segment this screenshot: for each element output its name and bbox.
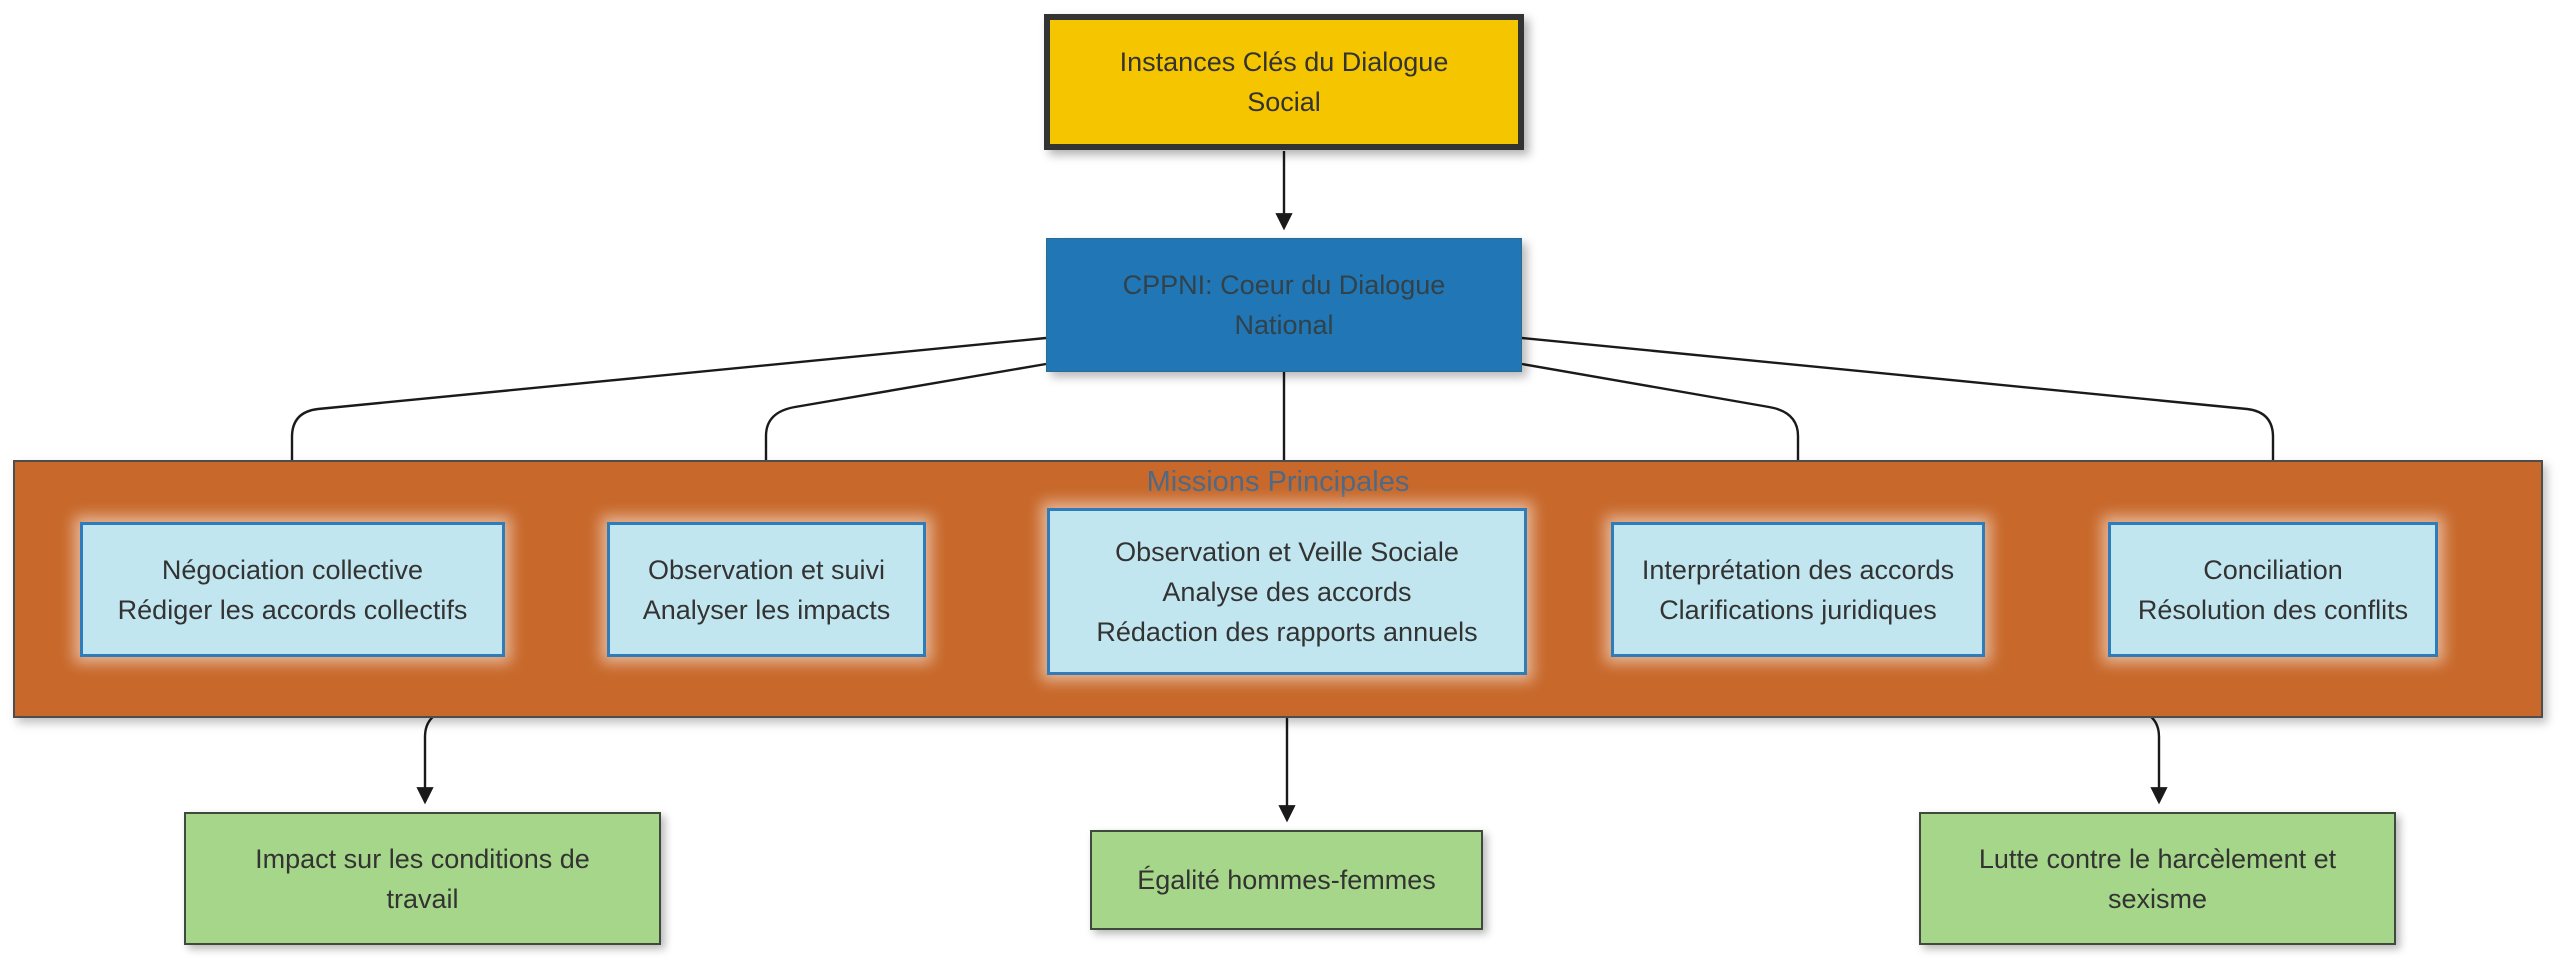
- node-label-line: Interprétation des accords: [1641, 554, 1955, 585]
- node-outcome-conditions-travail: Impact sur les conditions de travail: [184, 812, 661, 945]
- node-label-line: National: [1234, 310, 1334, 340]
- node-mission-conciliation: Conciliation Résolution des conflits: [2108, 522, 2438, 657]
- node-cppni: CPPNI: Coeur du Dialogue National: [1046, 238, 1522, 372]
- node-label-line: Instances Clés du Dialogue: [1119, 47, 1449, 77]
- node-label-line: sexisme: [2107, 883, 2208, 914]
- node-label-line: Social: [1247, 87, 1321, 117]
- node-label-line: Lutte contre le harcèlement et: [1978, 843, 2337, 874]
- missions-group-title: Missions Principales: [1146, 466, 1410, 498]
- node-mission-observation-suivi: Observation et suivi Analyser les impact…: [607, 522, 926, 657]
- node-label-line: Clarifications juridiques: [1659, 594, 1937, 625]
- node-label-line: Observation et suivi: [647, 554, 886, 585]
- node-label-line: Rédiger les accords collectifs: [117, 594, 468, 625]
- node-label-line: Observation et Veille Sociale: [1115, 536, 1459, 567]
- node-outcome-egalite: Égalité hommes-femmes: [1090, 830, 1483, 930]
- node-mission-veille-sociale: Observation et Veille Sociale Analyse de…: [1047, 508, 1527, 675]
- node-label-line: CPPNI: Coeur du Dialogue: [1122, 270, 1446, 300]
- node-label-line: Égalité hommes-femmes: [1137, 865, 1436, 895]
- node-label-line: Impact sur les conditions de: [255, 843, 590, 874]
- node-label-line: Rédaction des rapports annuels: [1096, 616, 1478, 647]
- node-mission-interpretation: Interprétation des accords Clarification…: [1611, 522, 1985, 657]
- node-label-line: Négociation collective: [161, 554, 424, 585]
- node-label-line: Analyse des accords: [1162, 576, 1412, 607]
- node-label-line: travail: [386, 883, 459, 914]
- node-label-line: Analyser les impacts: [642, 594, 891, 625]
- node-outcome-harcelement: Lutte contre le harcèlement et sexisme: [1919, 812, 2396, 945]
- node-mission-negociation: Négociation collective Rédiger les accor…: [80, 522, 505, 657]
- node-label-line: Conciliation: [2203, 554, 2343, 585]
- node-instances-cles: Instances Clés du Dialogue Social: [1044, 14, 1524, 150]
- node-label-line: Résolution des conflits: [2137, 594, 2409, 625]
